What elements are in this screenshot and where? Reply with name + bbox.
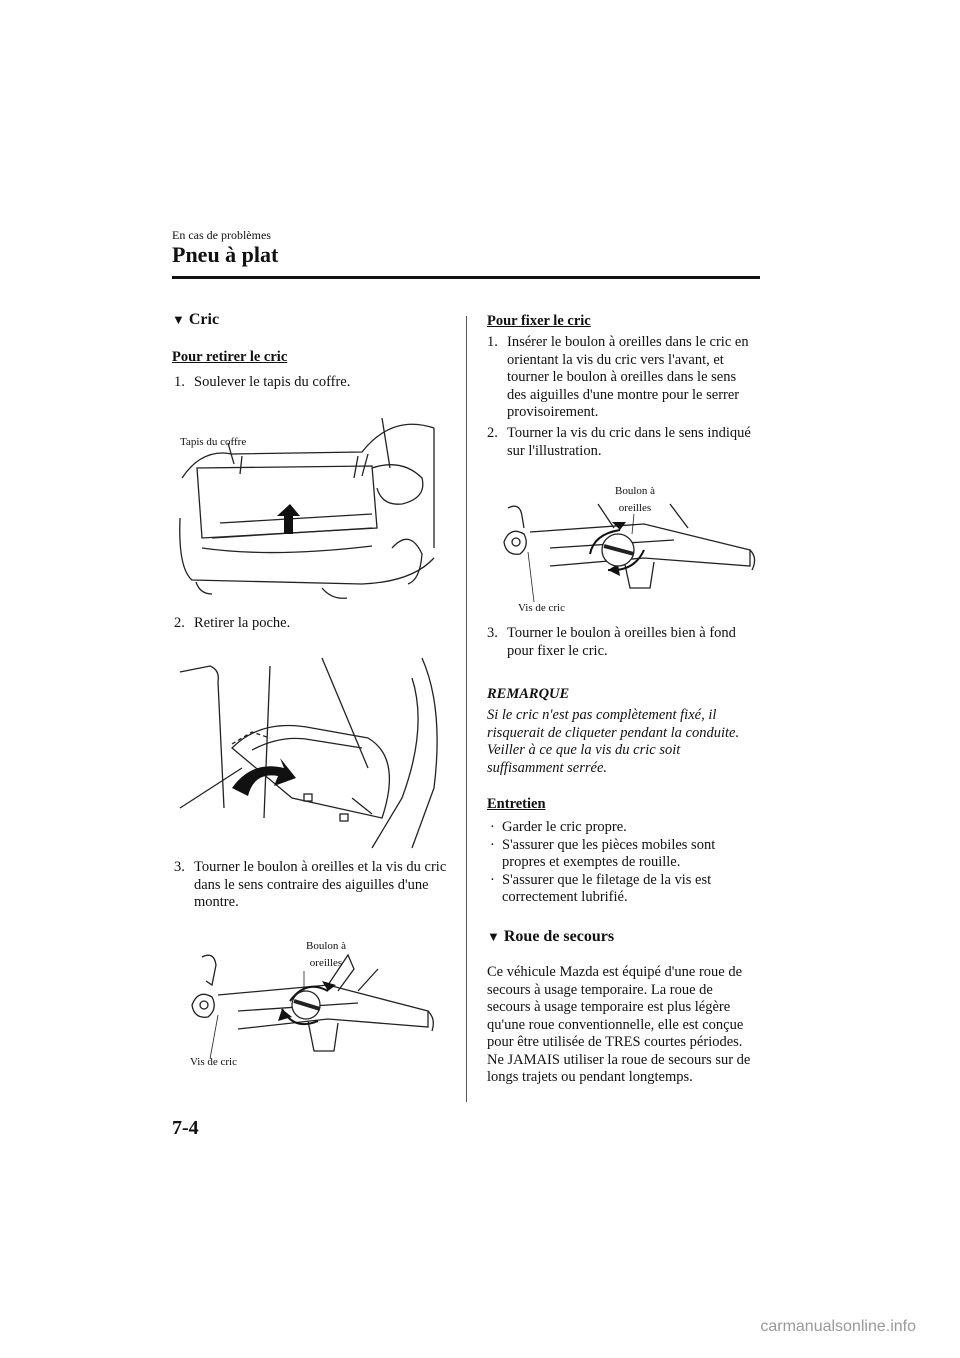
bullet-icon: · bbox=[490, 819, 495, 835]
up-arrow-icon bbox=[277, 504, 300, 534]
jack-drawing bbox=[191, 953, 434, 1060]
section-heading-spare-wheel: ▼ Roue de secours bbox=[487, 928, 614, 946]
step-1-right: 1. Insérer le boulon à oreilles dans le … bbox=[487, 334, 759, 422]
step-number: 2. bbox=[487, 425, 498, 441]
pouch-illustration bbox=[172, 648, 444, 850]
rotation-arrow-icon bbox=[322, 981, 336, 991]
rotation-arrow-icon bbox=[612, 522, 626, 530]
note-text: Si le cric n'est pas complètement fixé, … bbox=[487, 707, 740, 776]
step-text: Tourner la vis du cric dans le sens indi… bbox=[507, 425, 751, 459]
note-title: REMARQUE bbox=[487, 686, 570, 702]
figure-label-wing-bolt-left: Boulon à oreilles bbox=[305, 940, 347, 969]
figure-label-jack-screw-left: Vis de cric bbox=[190, 1056, 237, 1068]
trunk-illustration bbox=[172, 408, 442, 608]
section-heading-cric: ▼ Cric bbox=[172, 311, 219, 329]
watermark: carmanualsonline.info bbox=[760, 1318, 916, 1335]
triangle-marker-icon: ▼ bbox=[487, 929, 500, 944]
figure-label-jack-screw-right: Vis de cric bbox=[518, 602, 565, 614]
trunk-drawing bbox=[179, 417, 435, 599]
jack-drawing-2 bbox=[503, 503, 756, 603]
step-number: 3. bbox=[487, 625, 498, 641]
page-number: 7-4 bbox=[172, 1117, 199, 1139]
section-label: En cas de problèmes bbox=[172, 228, 271, 242]
jack-tighten-illustration bbox=[494, 478, 764, 618]
subhead-fix-jack: Pour fixer le cric bbox=[487, 313, 591, 329]
triangle-marker-icon: ▼ bbox=[172, 312, 185, 327]
step-number: 1. bbox=[487, 334, 498, 350]
column-divider bbox=[466, 316, 467, 1102]
list-item: ·S'assurer que les pièces mobiles sont p… bbox=[490, 836, 716, 871]
step-text: Tourner le boulon à oreilles bien à fond… bbox=[507, 625, 736, 659]
step-number: 3. bbox=[174, 859, 185, 875]
step-1-left: 1. Soulever le tapis du coffre. bbox=[174, 374, 454, 392]
list-item: ·Garder le cric propre. bbox=[490, 819, 627, 835]
figure-label-trunk-mat: Tapis du coffre bbox=[180, 436, 247, 448]
maintenance-list: ·Garder le cric propre. ·S'assurer que l… bbox=[490, 819, 760, 907]
bullet-icon: · bbox=[490, 871, 495, 888]
curved-arrow-icon bbox=[232, 758, 296, 796]
pouch-drawing bbox=[179, 657, 438, 849]
step-2-right: 2. Tourner la vis du cric dans le sens i… bbox=[487, 425, 759, 460]
subhead-maintenance: Entretien bbox=[487, 796, 546, 812]
page-title: Pneu à plat bbox=[172, 242, 279, 267]
jack-loosen-illustration bbox=[178, 935, 440, 1075]
step-number: 2. bbox=[174, 615, 185, 631]
step-text: Tourner le boulon à oreilles et la vis d… bbox=[194, 859, 447, 910]
heading-text: Roue de secours bbox=[503, 928, 615, 945]
step-text: Soulever le tapis du coffre. bbox=[194, 374, 351, 390]
subhead-remove-jack: Pour retirer le cric bbox=[172, 349, 288, 365]
spare-wheel-text: Ce véhicule Mazda est équipé d'une roue … bbox=[487, 964, 751, 1085]
heading-text: Cric bbox=[188, 311, 220, 328]
figure-label-wing-bolt-right: Boulon à oreilles bbox=[614, 485, 656, 514]
step-2-left: 2. Retirer la poche. bbox=[174, 615, 454, 633]
title-rule bbox=[172, 276, 760, 279]
list-item: ·S'assurer que le filetage de la vis est… bbox=[490, 871, 712, 906]
step-number: 1. bbox=[174, 374, 185, 390]
bullet-icon: · bbox=[490, 836, 495, 853]
step-text: Insérer le boulon à oreilles dans le cri… bbox=[507, 334, 749, 420]
step-text: Retirer la poche. bbox=[194, 615, 291, 631]
step-3-right: 3. Tourner le boulon à oreilles bien à f… bbox=[487, 625, 759, 660]
step-3-left: 3. Tourner le boulon à oreilles et la vi… bbox=[174, 859, 454, 912]
